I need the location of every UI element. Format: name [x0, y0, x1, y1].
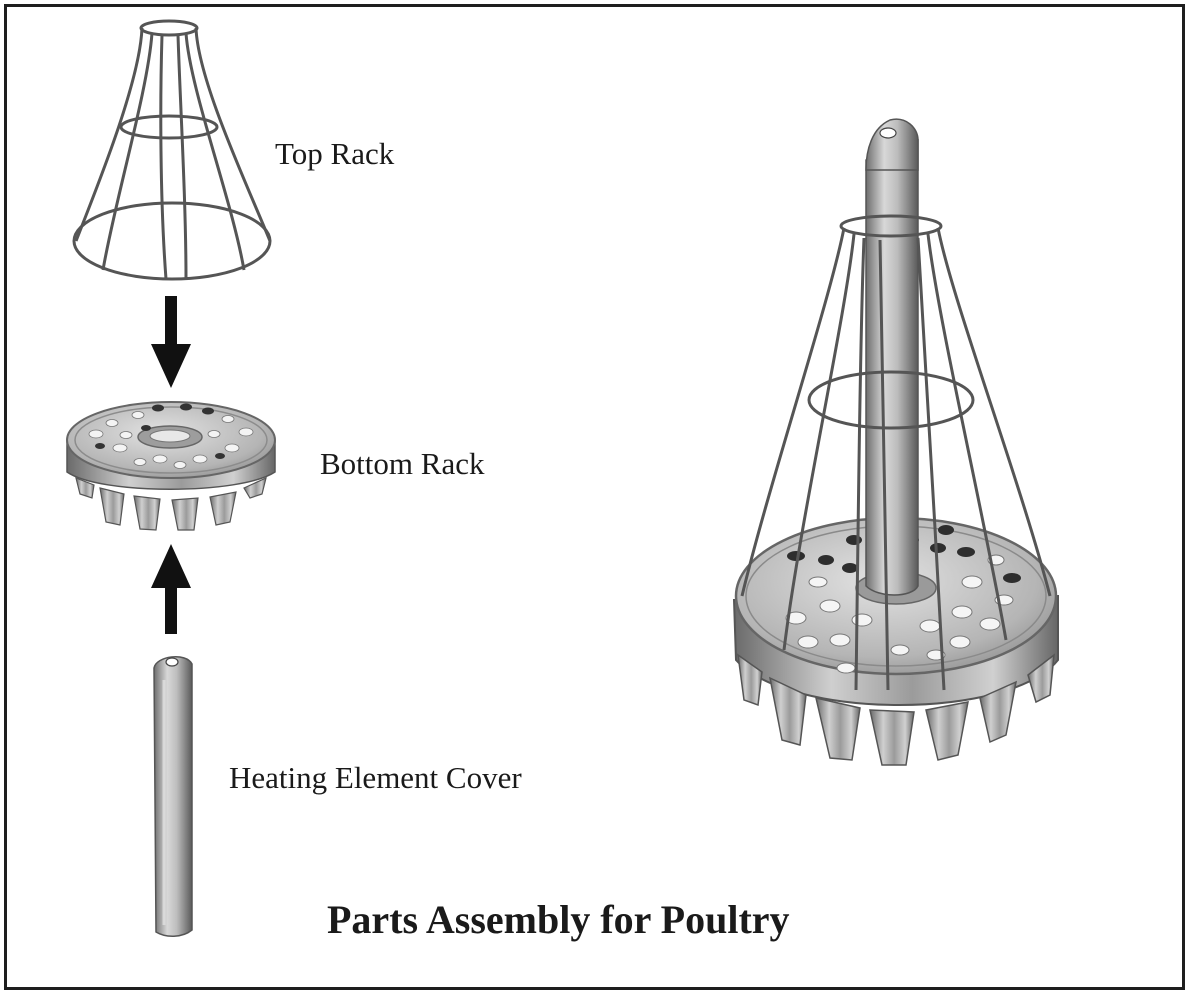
- arrow-down-icon: [151, 296, 191, 388]
- diagram-frame: [4, 4, 1185, 990]
- assembled-unit-image: [732, 118, 1059, 766]
- bottom-rack-image: [66, 401, 276, 531]
- top-rack-label: Top Rack: [275, 136, 395, 171]
- arrow-up-icon: [151, 544, 191, 634]
- heating-element-cover-label: Heating Element Cover: [229, 760, 522, 795]
- diagram-title: Parts Assembly for Poultry: [327, 897, 790, 942]
- top-rack-image: [72, 19, 272, 281]
- bottom-rack-label: Bottom Rack: [320, 446, 485, 481]
- heating-element-cover-image: [153, 656, 193, 937]
